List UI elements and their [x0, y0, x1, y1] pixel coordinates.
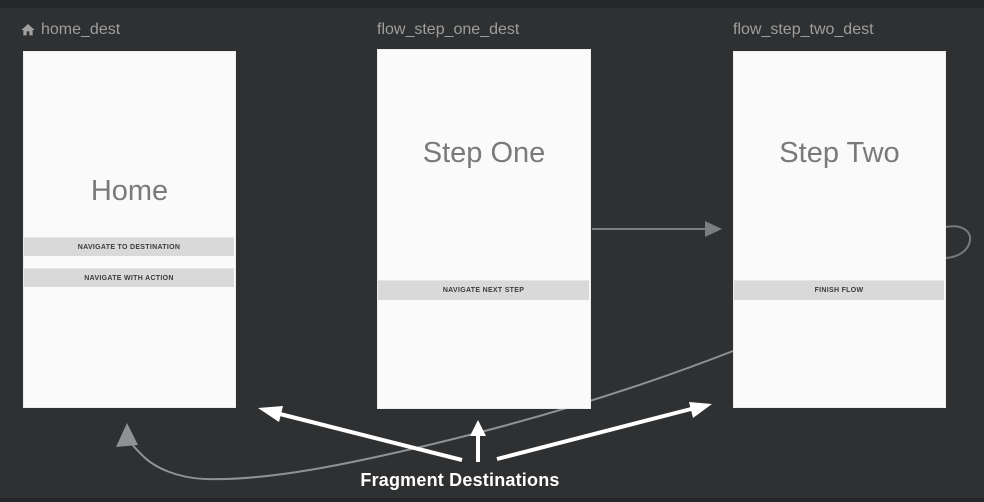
- destination-label-text: flow_step_one_dest: [377, 21, 520, 38]
- destination-label-text: flow_step_two_dest: [733, 21, 874, 38]
- home-icon: [20, 22, 36, 38]
- preview-button-navigate-to-destination: NAVIGATE TO DESTINATION: [24, 237, 234, 256]
- destination-card-flow-step-two-dest[interactable]: Step Two FINISH FLOW: [733, 51, 946, 408]
- annotation-arrow-to-flow-step-two-dest: [496, 402, 712, 461]
- preview-screen-title: Step One: [422, 137, 546, 169]
- preview-screen-title: Step Two: [779, 137, 900, 169]
- destination-label-flow-step-one-dest[interactable]: flow_step_one_dest: [377, 21, 519, 39]
- destination-card-flow-step-one-dest[interactable]: Step One NAVIGATE NEXT STEP: [377, 49, 591, 409]
- annotation-arrow-to-flow-step-one-dest: [470, 420, 486, 462]
- destination-label-home-dest[interactable]: home_dest: [20, 21, 120, 39]
- canvas-top-edge: [0, 0, 984, 8]
- destination-card-home-dest[interactable]: Home NAVIGATE TO DESTINATION NAVIGATE WI…: [23, 51, 236, 408]
- action-arrow-step-one-to-step-two[interactable]: [592, 221, 722, 237]
- destination-label-flow-step-two-dest[interactable]: flow_step_two_dest: [733, 21, 874, 39]
- destination-label-text: home_dest: [41, 21, 121, 38]
- annotation-caption: Fragment Destinations: [360, 470, 560, 490]
- preview-button-navigate-with-action: NAVIGATE WITH ACTION: [24, 268, 234, 287]
- annotation-arrow-to-home-dest: [258, 406, 463, 462]
- preview-button-finish-flow: FINISH FLOW: [734, 280, 944, 300]
- canvas-bottom-edge: [0, 498, 984, 502]
- preview-button-navigate-next-step: NAVIGATE NEXT STEP: [378, 280, 589, 300]
- preview-screen-title: Home: [90, 175, 169, 207]
